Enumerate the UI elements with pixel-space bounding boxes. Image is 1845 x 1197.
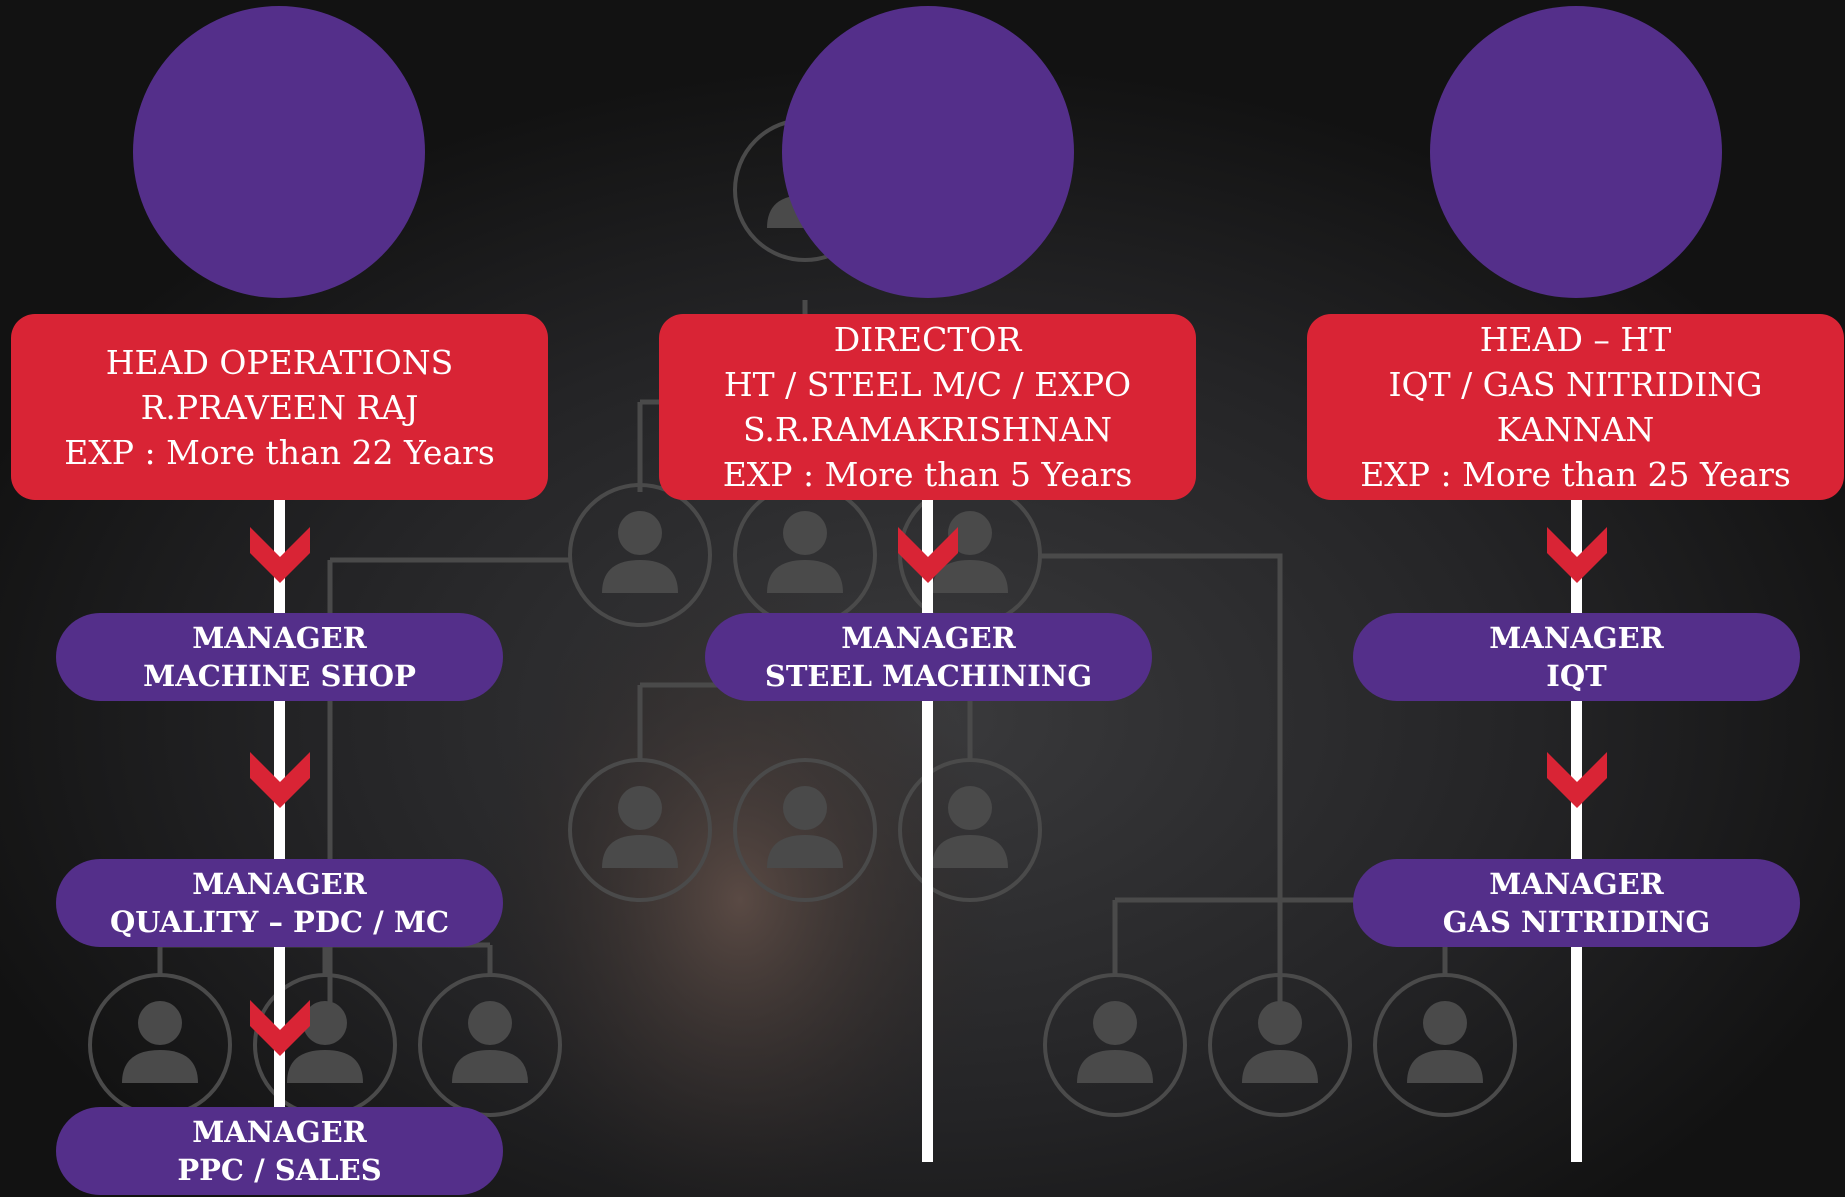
- manager-department: MACHINE SHOP: [143, 659, 416, 693]
- chevron-down-icon: [898, 527, 958, 583]
- manager-role: MANAGER: [192, 1115, 367, 1149]
- head-name: KANNAN: [1496, 410, 1655, 449]
- avatar: [133, 6, 425, 298]
- head-subtitle: HT / STEEL M/C / EXPO: [723, 365, 1132, 404]
- head-box-director: DIRECTOR HT / STEEL M/C / EXPO S.R.RAMAK…: [659, 314, 1196, 500]
- head-name: S.R.RAMAKRISHNAN: [742, 410, 1113, 449]
- manager-department: GAS NITRIDING: [1442, 905, 1711, 939]
- head-experience: EXP : More than 25 Years: [1360, 455, 1791, 494]
- avatar: [1430, 6, 1722, 298]
- head-title: HEAD – HT: [1479, 320, 1672, 359]
- head-experience: EXP : More than 5 Years: [722, 455, 1133, 494]
- chevron-down-icon: [250, 1000, 310, 1056]
- manager-role: MANAGER: [192, 621, 367, 655]
- connector-line-col2: [922, 500, 933, 1162]
- manager-role: MANAGER: [1489, 867, 1664, 901]
- manager-role: MANAGER: [192, 867, 367, 901]
- head-box-ht: HEAD – HT IQT / GAS NITRIDING KANNAN EXP…: [1307, 314, 1844, 500]
- avatar: [782, 6, 1074, 298]
- connector-line-col3: [1571, 500, 1582, 1162]
- manager-role: MANAGER: [841, 621, 1016, 655]
- manager-box-iqt: MANAGER IQT: [1353, 613, 1800, 701]
- chevron-down-icon: [1547, 527, 1607, 583]
- manager-department: IQT: [1546, 659, 1607, 693]
- chevron-down-icon: [250, 527, 310, 583]
- manager-role: MANAGER: [1489, 621, 1664, 655]
- manager-box-machine-shop: MANAGER MACHINE SHOP: [56, 613, 503, 701]
- manager-box-quality: MANAGER QUALITY – PDC / MC: [56, 859, 503, 947]
- head-box-operations: HEAD OPERATIONS R.PRAVEEN RAJ EXP : More…: [11, 314, 548, 500]
- manager-department: STEEL MACHINING: [764, 659, 1093, 693]
- chevron-down-icon: [1547, 752, 1607, 808]
- head-title: HEAD OPERATIONS: [105, 342, 454, 382]
- head-name: R.PRAVEEN RAJ: [140, 387, 419, 427]
- head-title: DIRECTOR: [833, 320, 1022, 359]
- manager-box-gas-nitriding: MANAGER GAS NITRIDING: [1353, 859, 1800, 947]
- head-experience: EXP : More than 22 Years: [64, 432, 495, 472]
- manager-box-ppc-sales: MANAGER PPC / SALES: [56, 1107, 503, 1195]
- manager-department: PPC / SALES: [177, 1153, 382, 1187]
- head-subtitle: IQT / GAS NITRIDING: [1388, 365, 1763, 404]
- chevron-down-icon: [250, 752, 310, 808]
- manager-box-steel-machining: MANAGER STEEL MACHINING: [705, 613, 1152, 701]
- manager-department: QUALITY – PDC / MC: [109, 905, 450, 939]
